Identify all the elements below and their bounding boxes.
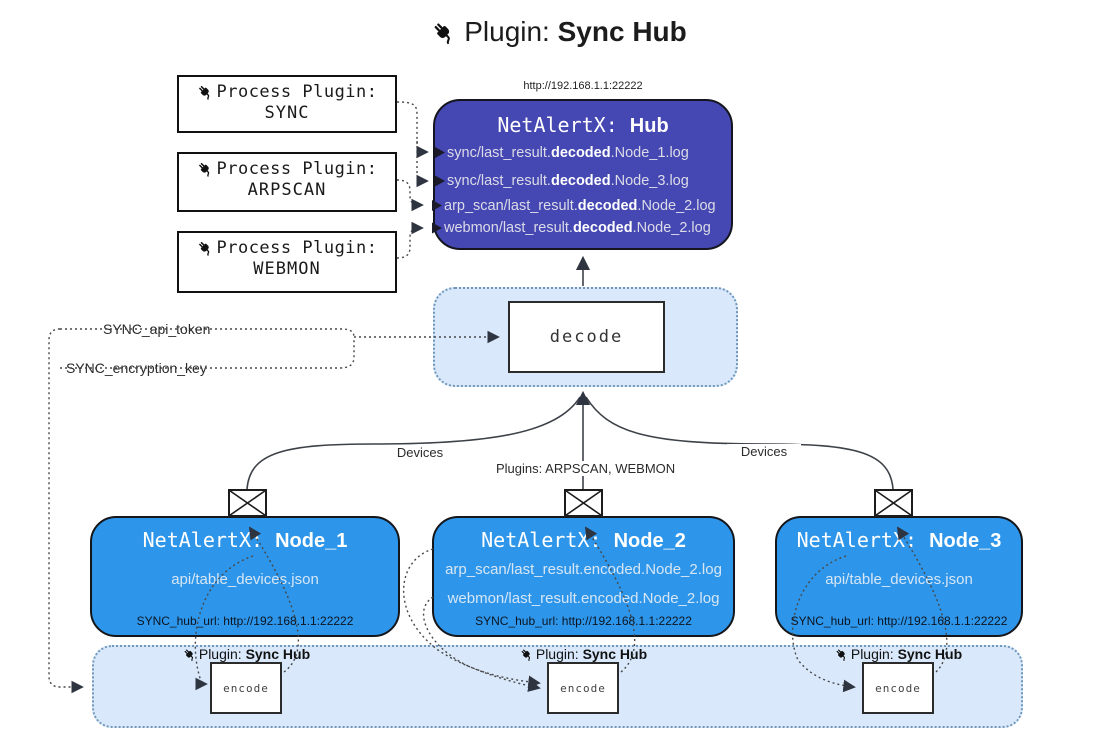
envelope-icons [228,489,913,517]
encode-label: encode [223,681,269,695]
plug-icon [519,647,534,662]
hub-url-label: http://192.168.1.1:22222 [523,80,643,92]
plug-icon [182,647,197,662]
process-plugin-label: Process Plugin: [216,159,378,179]
decode-label: decode [549,327,624,347]
node-box-3: NetAlertX: Node_3 api/table_devices.json… [775,516,1023,637]
process-plugin-box-arpscan: Process Plugin: ARPSCAN [177,152,397,212]
node-title: NetAlertX: Node_1 [142,528,348,552]
page-title: Plugin: Sync Hub [0,16,1117,48]
plug-icon [197,83,214,101]
process-plugin-box-sync: Process Plugin: SYNC [177,75,397,133]
hub-log-line: arp_scan/last_result.decoded.Node_2.log [444,198,716,214]
node-box-2: NetAlertX: Node_2 arp_scan/last_result.e… [432,516,735,637]
edge-label-devices-right: Devices [727,444,801,459]
mail-icon [564,489,603,517]
edge-arpscan-to-hub [396,179,424,212]
plug-icon [197,160,214,178]
hub-log-line: sync/last_result.decoded.Node_1.log [447,145,689,161]
process-plugin-box-webmon: Process Plugin: WEBMON [177,231,397,293]
process-plugin-name: ARPSCAN [247,180,327,200]
hub-log-line: webmon/last_result.decoded.Node_2.log [444,220,711,236]
encoder-plugin-label: Plugin: Sync Hub [156,646,336,662]
process-plugin-label: Process Plugin: [216,238,378,258]
node-box-1: NetAlertX: Node_1 api/table_devices.json… [90,516,400,637]
node-hub-url: SYNC_hub_url: http://192.168.1.1:22222 [475,614,692,628]
node-file: arp_scan/last_result.encoded.Node_2.log [445,561,722,578]
edge-label-plugins: Plugins: ARPSCAN, WEBMON [496,461,676,476]
node-hub-url: SYNC_hub_url: http://192.168.1.1:22222 [790,614,1008,628]
hub-title: NetAlertX: Hub [497,113,669,137]
encoder-plugin-label: Plugin: Sync Hub [808,646,988,662]
node-hub-url: SYNC_hub_url: http://192.168.1.1:22222 [136,614,354,628]
edge-keys-to-encoders [48,328,84,694]
plug-icon [834,647,849,662]
mail-icon [228,489,267,517]
hub-log-line: sync/last_result.decoded.Node_3.log [447,173,689,189]
plug-icon [431,20,457,45]
sync-api-token-label: SYNC_api_token [100,321,214,337]
sync-encryption-key-label: SYNC_encryption_key [63,360,210,376]
node-title: NetAlertX: Node_3 [796,528,1002,552]
edge-webmon-to-hub [396,221,424,259]
encoder-plugin-label: Plugin: Sync Hub [493,646,673,662]
encode-label: encode [560,681,606,695]
encode-box: encode [862,662,934,714]
node-title: NetAlertX: Node_2 [481,528,686,552]
title-label: Plugin: [464,16,550,47]
process-plugin-name: SYNC [264,103,310,123]
title-name: Sync Hub [557,16,687,47]
edge-sync-to-hub-2 [416,141,429,188]
encode-box: encode [210,662,282,714]
encode-label: encode [875,681,921,695]
node-file: api/table_devices.json [171,571,319,588]
node-file: webmon/last_result.encoded.Node_2.log [447,590,720,607]
edge-label-devices-left: Devices [383,445,457,460]
decode-box: decode [508,301,665,373]
encode-box: encode [547,662,619,714]
process-plugin-name: WEBMON [253,259,321,279]
edge-sync-to-hub-1 [396,101,429,159]
mail-icon [874,489,913,517]
plug-icon [197,239,214,257]
node-file: api/table_devices.json [825,571,973,588]
process-plugin-label: Process Plugin: [216,82,378,102]
hub-box: NetAlertX: Hub [433,99,733,250]
